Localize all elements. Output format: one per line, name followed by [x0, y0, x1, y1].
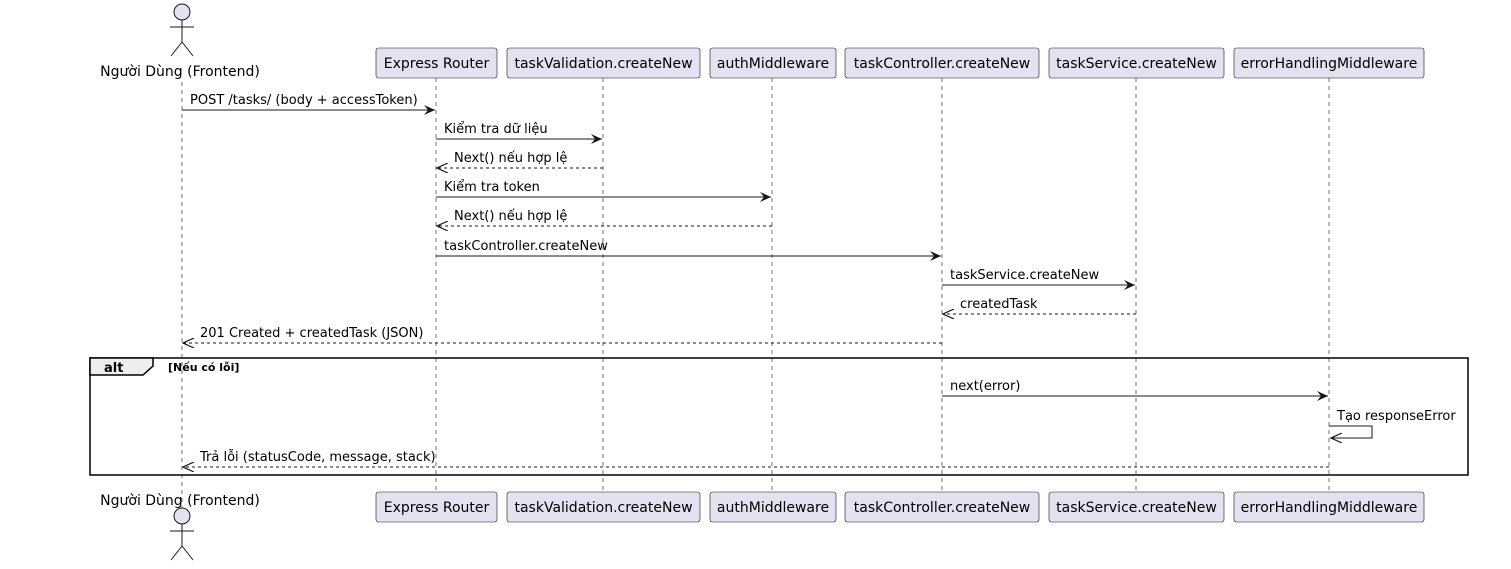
actor-head	[173, 3, 191, 21]
message-arrow	[1329, 425, 1373, 438]
participant-auth-top: authMiddleware	[709, 47, 837, 79]
message-8: createdTask	[943, 297, 1136, 314]
actor-leg-right	[181, 41, 194, 57]
message-11: Tạo responseError	[1329, 409, 1456, 438]
message-5: Next() nếu hợp lệ	[437, 209, 772, 226]
actor-leg-left	[170, 545, 183, 561]
alt-frame	[89, 357, 1469, 476]
message-label: Tạo responseError	[1336, 409, 1456, 424]
participant-label: taskService.createNew	[1056, 500, 1217, 516]
message-3: Next() nếu hợp lệ	[437, 151, 603, 168]
participant-box	[1048, 491, 1225, 523]
participant-box	[1048, 47, 1225, 79]
actor-label: Người Dùng (Frontend)	[100, 493, 260, 509]
participant-controller-top: taskController.createNew	[844, 47, 1040, 79]
participant-box	[506, 491, 701, 523]
participant-label: errorHandlingMiddleware	[1241, 500, 1418, 516]
participant-label: authMiddleware	[717, 56, 829, 72]
participant-label: taskController.createNew	[854, 500, 1030, 516]
message-label: Kiểm tra token	[444, 180, 540, 195]
participant-router-top: Express Router	[375, 47, 498, 79]
message-9: 201 Created + createdTask (JSON)	[183, 326, 942, 343]
participant-box	[844, 47, 1040, 79]
message-label: POST /tasks/ (body + accessToken)	[190, 93, 418, 108]
participant-label: taskController.createNew	[854, 56, 1030, 72]
participant-label: taskService.createNew	[1056, 56, 1217, 72]
participant-box	[844, 491, 1040, 523]
participant-controller-bottom: taskController.createNew	[844, 491, 1040, 523]
message-label: 201 Created + createdTask (JSON)	[200, 326, 423, 341]
message-label: next(error)	[950, 379, 1020, 394]
participant-label: taskValidation.createNew	[514, 56, 692, 72]
participant-auth-bottom: authMiddleware	[709, 491, 837, 523]
participant-service-top: taskService.createNew	[1048, 47, 1225, 79]
message-12: Trả lỗi (statusCode, message, stack)	[183, 450, 1329, 467]
message-label: taskService.createNew	[950, 268, 1100, 283]
participant-box	[375, 47, 498, 79]
participant-service-bottom: taskService.createNew	[1048, 491, 1225, 523]
message-label: Next() nếu hợp lệ	[454, 209, 567, 224]
actor-user-top: Người Dùng (Frontend)	[100, 3, 260, 80]
participant-box	[375, 491, 498, 523]
message-2: Kiểm tra dữ liệu	[436, 122, 602, 144]
participant-validation-bottom: taskValidation.createNew	[506, 491, 701, 523]
participant-label: Express Router	[384, 56, 490, 72]
participant-label: errorHandlingMiddleware	[1241, 56, 1418, 72]
message-7: taskService.createNew	[942, 268, 1135, 290]
participant-box	[709, 491, 837, 523]
alt-tab	[89, 357, 154, 376]
message-10: next(error)	[942, 379, 1328, 401]
alt-condition: [Nếu có lỗi]	[168, 361, 239, 374]
message-6: taskController.createNew	[436, 239, 941, 261]
participant-label: taskValidation.createNew	[514, 500, 692, 516]
participant-errorHandler-bottom: errorHandlingMiddleware	[1233, 491, 1425, 523]
lifelines	[181, 78, 1330, 508]
participant-box	[1233, 491, 1425, 523]
participant-router-bottom: Express Router	[375, 491, 498, 523]
participant-box	[709, 47, 837, 79]
message-label: Trả lỗi (statusCode, message, stack)	[199, 450, 436, 465]
participant-errorHandler-top: errorHandlingMiddleware	[1233, 47, 1425, 79]
actor-user-bottom: Người Dùng (Frontend)	[100, 493, 260, 561]
participant-box	[506, 47, 701, 79]
message-1: POST /tasks/ (body + accessToken)	[182, 93, 435, 115]
message-label: createdTask	[960, 297, 1038, 312]
alt-fragment: alt [Nếu có lỗi]	[89, 357, 1469, 476]
participant-validation-top: taskValidation.createNew	[506, 47, 701, 79]
participants: Người Dùng (Frontend) Người Dùng (Fronten…	[100, 3, 1425, 561]
alt-label: alt	[104, 361, 123, 376]
actor-head	[173, 507, 191, 525]
actor-leg-right	[181, 545, 194, 561]
message-4: Kiểm tra token	[436, 180, 771, 202]
message-label: taskController.createNew	[444, 239, 608, 254]
messages: POST /tasks/ (body + accessToken) Kiểm tr…	[182, 93, 1456, 467]
message-label: Kiểm tra dữ liệu	[444, 122, 548, 137]
message-label: Next() nếu hợp lệ	[454, 151, 567, 166]
actor-label: Người Dùng (Frontend)	[100, 64, 260, 80]
actor-leg-left	[170, 41, 183, 57]
participant-box	[1233, 47, 1425, 79]
participant-label: authMiddleware	[717, 500, 829, 516]
participant-label: Express Router	[384, 500, 490, 516]
